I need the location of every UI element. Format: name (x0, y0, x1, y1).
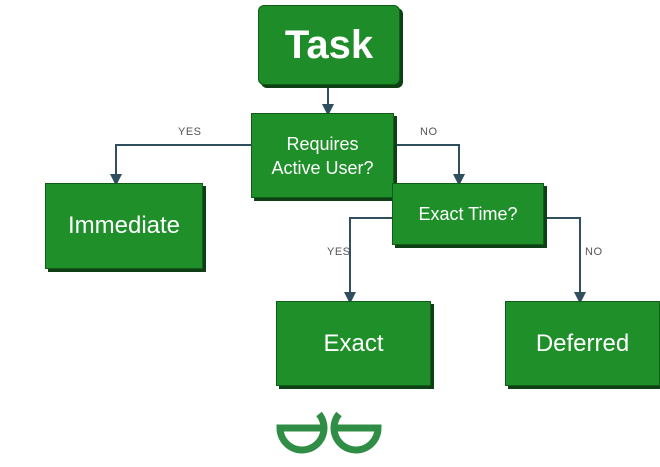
edge-decision2-yes (344, 217, 392, 304)
exact-time-node: Exact Time? (392, 183, 544, 245)
deferred-node: Deferred (505, 301, 660, 386)
geeksforgeeks-logo-icon (276, 411, 382, 454)
edge-decision1-no (394, 144, 465, 186)
edge-decision2-no (544, 217, 586, 304)
requires-active-user-node: Requires Active User? (251, 113, 394, 198)
exact-label: Exact (323, 329, 384, 357)
decision1-line1: Requires (286, 133, 359, 154)
edge-label-d1-yes: YES (178, 126, 202, 138)
task-node: Task (258, 5, 400, 85)
decision2-label: Exact Time? (418, 203, 518, 224)
edge-decision1-yes (110, 144, 251, 186)
immediate-label: Immediate (67, 212, 181, 239)
decision1-line2: Active User? (271, 157, 374, 178)
edge-label-d1-no: NO (420, 126, 438, 138)
immediate-node: Immediate (45, 183, 203, 269)
exact-node: Exact (276, 301, 431, 386)
deferred-label: Deferred (535, 329, 630, 357)
task-label: Task (284, 22, 374, 67)
edge-label-d2-no: NO (585, 246, 603, 258)
edge-label-d2-yes: YES (327, 246, 351, 258)
